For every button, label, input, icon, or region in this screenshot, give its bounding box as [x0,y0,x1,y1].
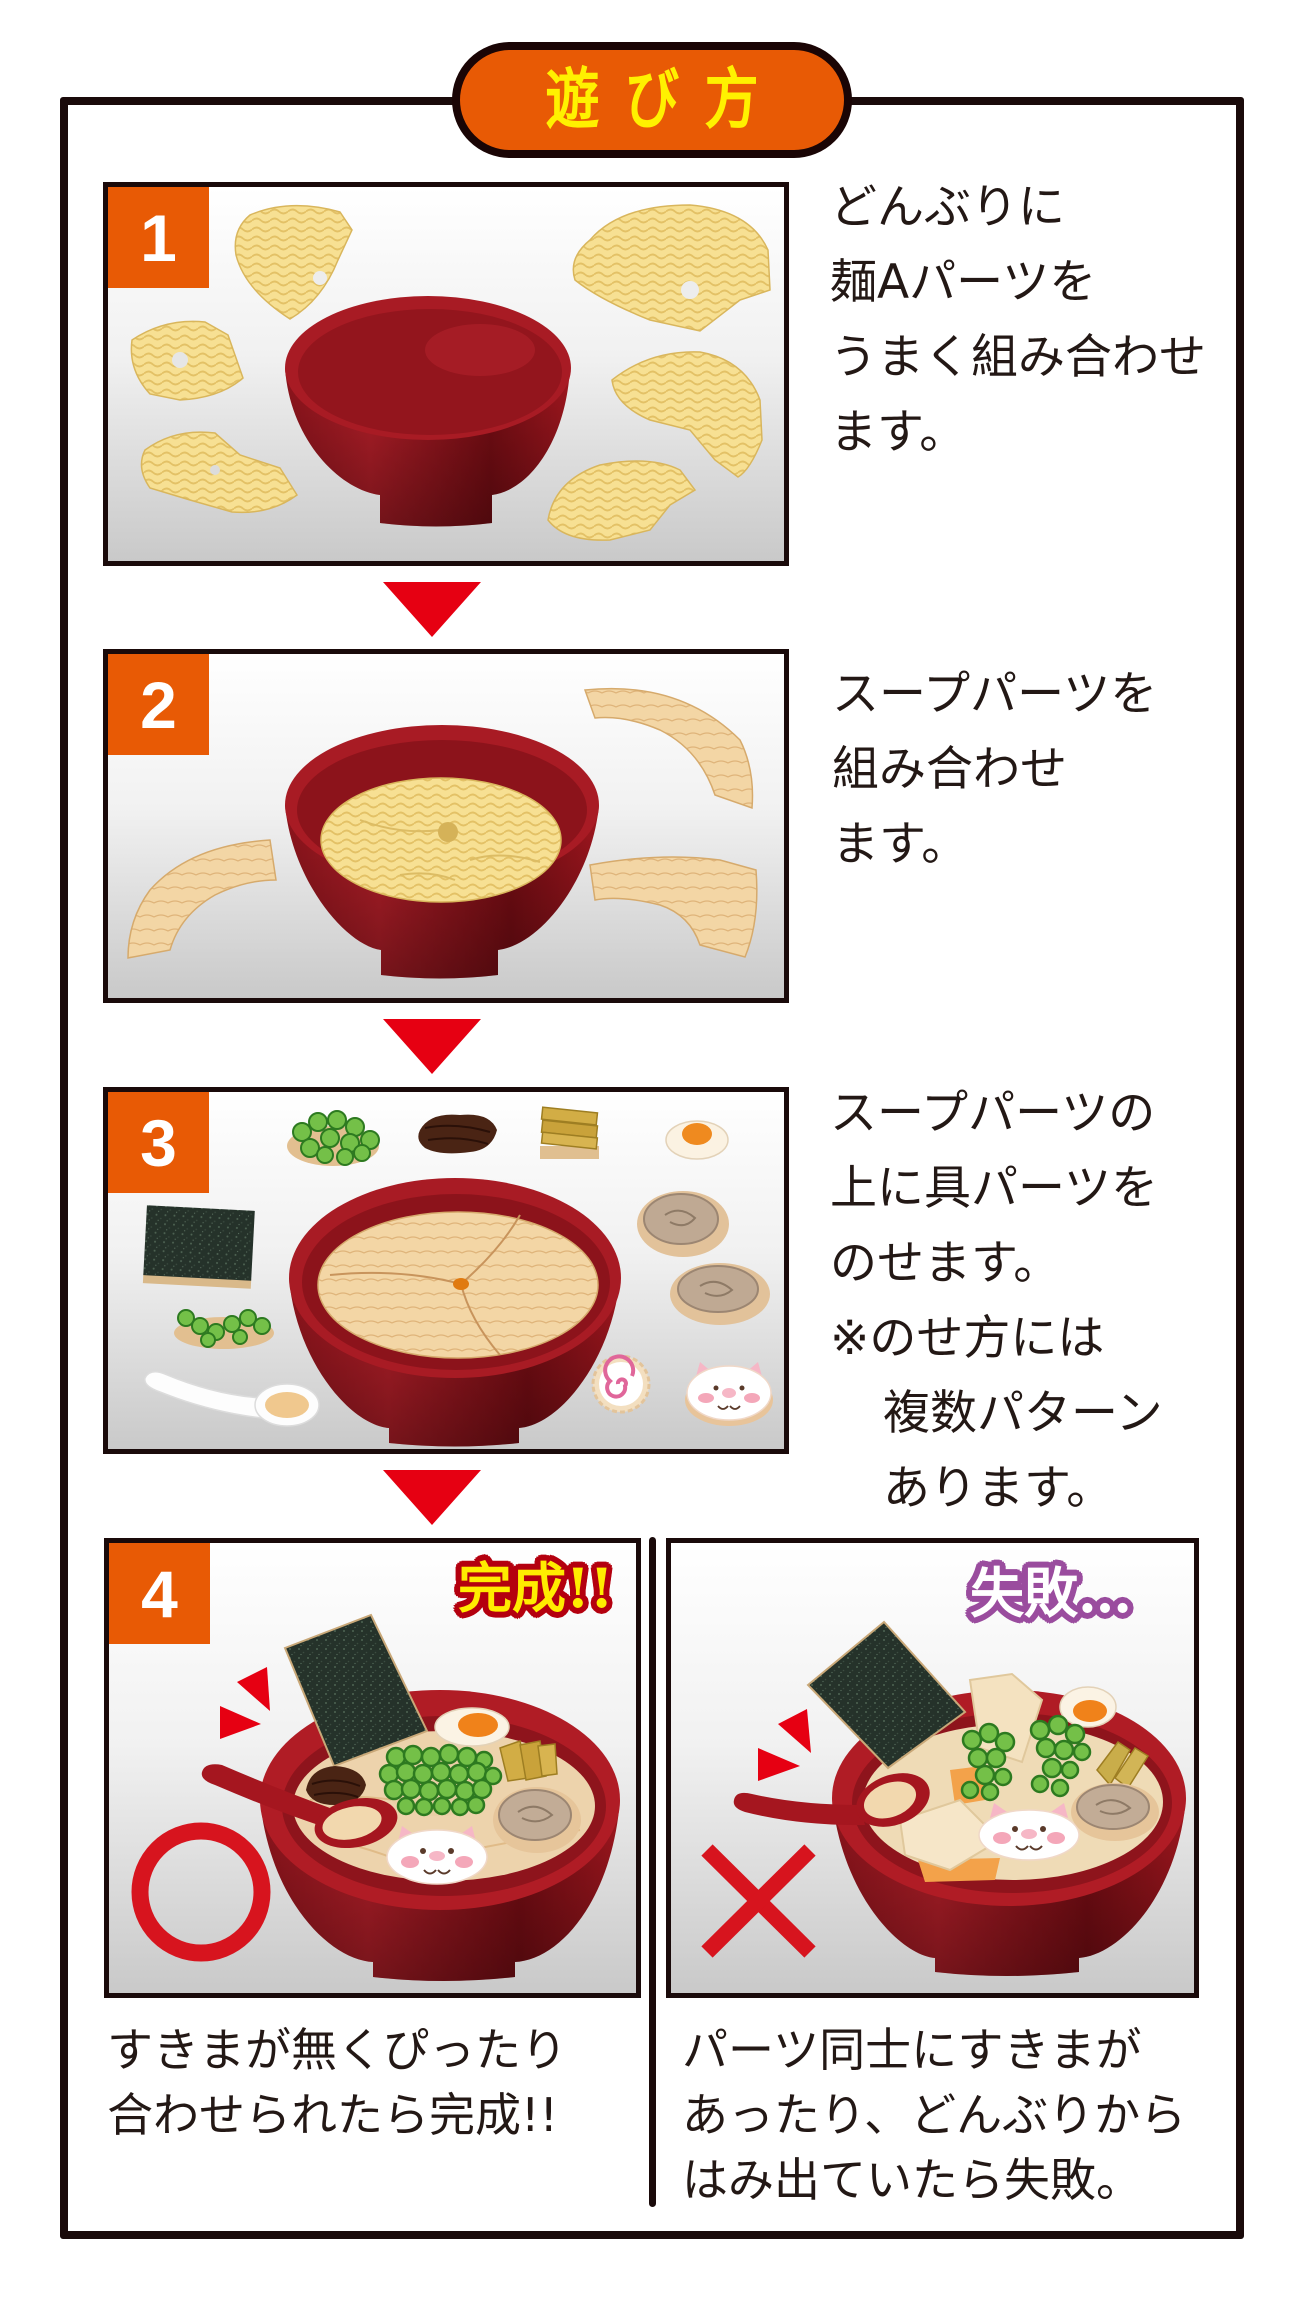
egg-topping [1059,1686,1117,1728]
description-line: 麺Aパーツを [830,255,1097,310]
nori-topping [283,1613,429,1768]
step-number-badge: 1 [108,187,209,288]
step-3-illustration [142,1106,773,1447]
description-line: ます。 [832,817,969,872]
pig-kamaboko-topping [685,1362,773,1426]
renge-spoon-topping [201,1764,398,1849]
step-3-panel: 3 [103,1087,789,1454]
step-1-description: どんぶりに 麺Aパーツを うまく組み合わせ ます。 [830,170,1206,470]
description-line: 上に具パーツを [830,1161,1159,1216]
renge-spoon-topping [733,1773,930,1827]
pig-kamaboko-topping [386,1826,488,1885]
title-badge: 遊び方 [452,42,852,158]
flow-arrow-down-icon [383,582,481,637]
step-3-description: スープパーツの 上に具パーツを のせます。 ※のせ方には 複数パターン あります… [830,1076,1163,1526]
green-onion-topping [378,1743,503,1817]
soup-in-bowl [317,1211,599,1359]
step-number-badge: 4 [109,1543,210,1644]
caption-line: 合わせられたら完成!! [107,2088,558,2142]
menma-topping [540,1106,599,1159]
chashu-topping [1071,1783,1159,1841]
failure-panel [666,1538,1199,1998]
kikurage-topping [418,1114,497,1154]
failure-illustration [701,1620,1186,1976]
soup-parts [127,687,758,959]
green-onion-topping [174,1309,274,1349]
motion-triangles-icon [220,1667,270,1739]
note-line: ※のせ方には [830,1311,1105,1366]
step-number-badge: 3 [108,1092,209,1193]
step-2-description: スープパーツを 組み合わせ ます。 [832,657,1157,882]
egg-topping [665,1120,729,1160]
kikurage-topping [306,1766,366,1806]
green-onion-topping [287,1110,380,1166]
success-label: 完成!! [458,1556,614,1620]
egg-topping [434,1707,510,1747]
description-line: ます。 [830,405,967,460]
description-line: うまく組み合わせ [830,330,1206,385]
noodles-in-bowl [320,777,562,903]
step-4-success-panel: 4 [104,1538,641,1998]
pig-kamaboko-topping [978,1803,1080,1861]
step-1-panel: 1 [103,182,789,566]
renge-spoon-topping [144,1371,320,1427]
caption-line: はみ出ていたら失敗。 [682,2153,1142,2207]
description-line: 組み合わせ [832,742,1067,797]
note-line: 複数パターン [883,1386,1163,1441]
failure-label: 失敗… [970,1561,1132,1625]
menma-topping [499,1740,558,1782]
description-line: スープパーツの [830,1086,1156,1141]
step-number-badge: 2 [108,654,209,755]
result-divider [649,1537,656,2207]
flow-arrow-down-icon [383,1470,481,1525]
page-title: 遊び方 [545,61,785,138]
step-2-illustration [127,687,758,979]
green-onion-topping [960,1714,1092,1802]
nori-topping [806,1620,967,1770]
motion-triangles-icon [758,1709,811,1781]
success-illustration [131,1613,620,1981]
step-1-illustration [130,204,771,541]
chashu-topping [493,1787,581,1853]
description-line: のせます。 [830,1236,1061,1291]
chashu-topping [637,1191,770,1325]
caption-line: すきまが無くぴったり [107,2023,567,2077]
failure-caption: パーツ同士にすきまが あったり、どんぶりから はみ出ていたら失敗。 [682,2018,1186,2213]
flow-arrow-down-icon [383,1019,481,1074]
caption-line: パーツ同士にすきまが [682,2023,1142,2077]
description-line: スープパーツを [832,667,1158,722]
naruto-topping [591,1354,651,1414]
description-line: どんぶりに [830,180,1065,235]
caption-line: あったり、どんぶりから [682,2088,1187,2142]
success-caption: すきまが無くぴったり 合わせられたら完成!! [107,2018,567,2148]
bowl-illustration [285,296,571,527]
failure-cross-mark-icon [701,1844,816,1958]
success-circle-mark-icon [131,1822,271,1962]
step-2-panel: 2 [103,649,789,1003]
noodle-parts [130,204,771,541]
note-line: あります。 [883,1461,1114,1516]
nori-topping [142,1205,255,1289]
